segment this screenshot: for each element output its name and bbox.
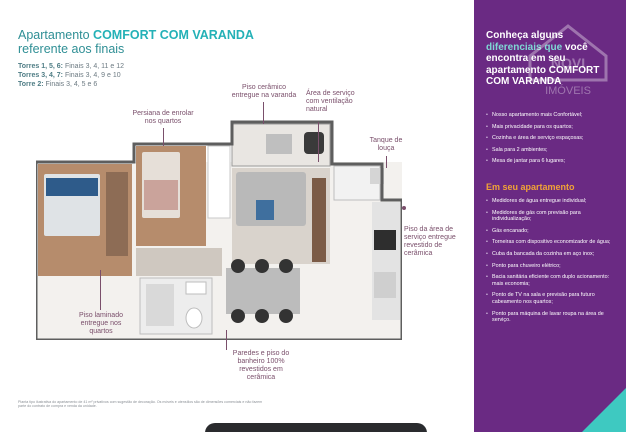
sofa-cushion	[256, 200, 274, 220]
callout-balcony-floor: Piso cerâmico entregue na varanda	[231, 84, 297, 99]
section-title: Em seu apartamento	[486, 182, 575, 192]
list-item: Medidores de água entregue individual;	[486, 198, 618, 205]
kitchen-counter	[372, 202, 400, 320]
bed-2-blanket	[144, 180, 178, 210]
watermark-text: NOVI	[551, 55, 585, 71]
title-highlight: COMFORT COM VARANDA	[93, 28, 254, 42]
stove	[374, 230, 396, 250]
dining-chair	[255, 259, 269, 273]
callout-laundry-tank: Tanque de louça	[369, 137, 403, 152]
list-item: Bacia sanitária eficiente com duplo acio…	[486, 274, 618, 287]
list-item: Nosso apartamento mais Confortável;	[486, 112, 618, 119]
page-title: Apartamento COMFORT COM VARANDA referent…	[18, 28, 278, 56]
feature-list: Nosso apartamento mais Confortável; Mais…	[486, 112, 618, 170]
list-item: Cuba da bancada da cozinha em aço inox;	[486, 251, 618, 258]
balcony-chair	[304, 132, 324, 154]
list-item: Mais privacidade para os quartos;	[486, 124, 618, 131]
list-item: Ponto de TV na sala e previsão para futu…	[486, 292, 618, 305]
tower-row: Torres 3, 4, 7: Finais 3, 4, 9 e 10	[18, 72, 121, 79]
tower-row: Torres 1, 5, 6: Finais 3, 4, 11 e 12	[18, 63, 124, 70]
callout-leader	[386, 156, 387, 168]
list-item: Cozinha e área de serviço espaçosas;	[486, 135, 618, 142]
wardrobe-1	[106, 172, 128, 256]
list-item: Ponto para chuveiro elétrico;	[486, 263, 618, 270]
watermark-logo: NOVI IMÓVEIS	[528, 24, 608, 97]
plan-walls	[36, 120, 402, 340]
kitchen-sink	[374, 272, 396, 298]
callout-leader	[163, 128, 164, 146]
tower-row: Torre 2: Finais 3, 4, 5 e 6	[18, 81, 98, 88]
callout-shutters: Persiana de enrolar nos quartos	[132, 110, 194, 125]
dining-chair	[231, 259, 245, 273]
wardrobe-2	[207, 145, 231, 219]
title-line-2: referente aos finais	[18, 42, 125, 56]
dining-chair	[231, 309, 245, 323]
callout-laminate: Piso laminado entregue nos quartos	[79, 312, 123, 335]
tv-panel	[312, 178, 326, 262]
toilet	[185, 307, 203, 329]
floor-plan-illustration	[36, 120, 402, 340]
callout-leader	[100, 270, 101, 310]
list-item: Medidores de gás com previsão para indiv…	[486, 210, 618, 223]
bathroom-sink	[185, 281, 207, 295]
callout-leader	[263, 102, 264, 124]
bed-1-blanket	[46, 178, 98, 196]
house-icon	[528, 24, 608, 82]
list-item: Ponto para máquina de lavar roupa na áre…	[486, 311, 618, 324]
dining-chair	[255, 309, 269, 323]
callout-service-floor: Piso da área de serviço entregue revesti…	[404, 226, 456, 257]
apartment-items-list: Medidores de água entregue individual; M…	[486, 198, 618, 329]
footnote: Planta tipo ilustrativa do apartamento d…	[18, 400, 263, 409]
bottom-bar	[205, 423, 427, 432]
list-item: Mesa de jantar para 6 lugares;	[486, 158, 618, 165]
list-item: Sala para 2 ambientes;	[486, 147, 618, 154]
balcony-table	[266, 134, 292, 154]
floorplan-panel: Apartamento COMFORT COM VARANDA referent…	[18, 28, 456, 409]
shower	[146, 284, 174, 326]
callout-service-area: Área de serviço com ventilação natural	[306, 90, 355, 113]
dining-chair	[279, 309, 293, 323]
sidebar-intro: Conheça alguns diferenciais que você enc…	[486, 30, 600, 87]
list-item: Torneiras com dispositivo economizador d…	[486, 239, 618, 246]
hallway	[136, 248, 222, 276]
sofa	[236, 172, 306, 226]
list-item: Gás encanado;	[486, 228, 618, 235]
dining-table	[226, 268, 300, 314]
dining-chair	[279, 259, 293, 273]
corner-accent	[582, 386, 626, 432]
tower-list: Torres 1, 5, 6: Finais 3, 4, 11 e 12 Tor…	[18, 62, 124, 89]
callout-bathroom: Paredes e piso do banheiro 100% revestid…	[232, 350, 290, 381]
callout-marker	[402, 206, 406, 210]
watermark-subtext: IMÓVEIS	[545, 84, 591, 97]
callout-leader	[318, 122, 319, 162]
title-prefix: Apartamento	[18, 28, 94, 42]
features-sidebar: Conheça alguns diferenciais que você enc…	[474, 0, 626, 432]
callout-leader	[226, 330, 227, 350]
